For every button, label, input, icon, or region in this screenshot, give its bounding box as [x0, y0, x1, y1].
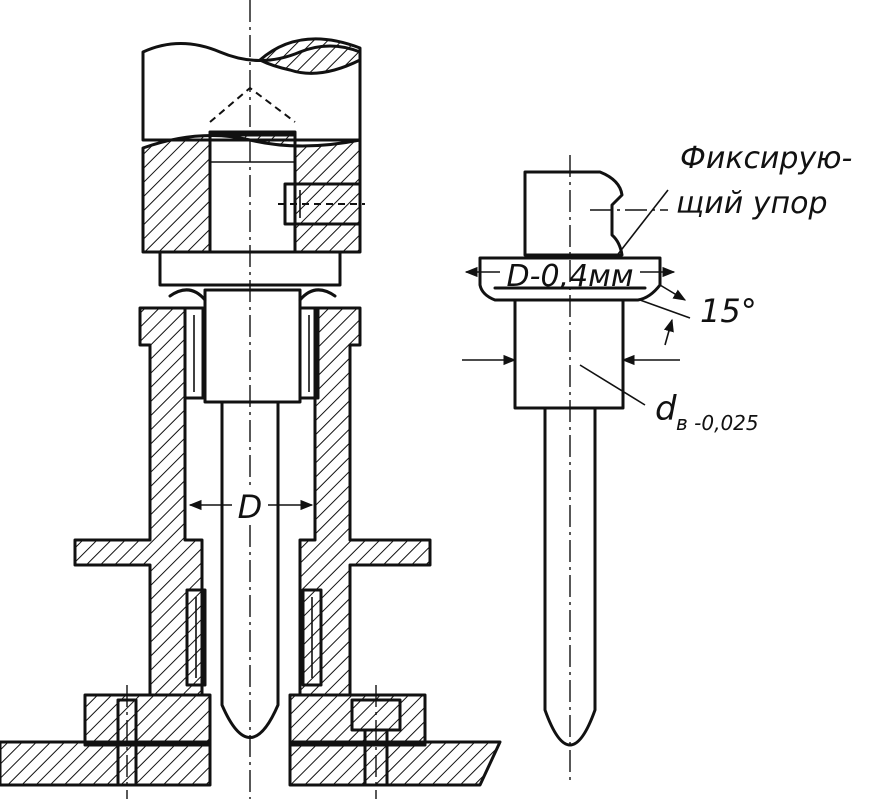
shank-dimension-tolerance: в -0,025 — [676, 411, 759, 435]
base-plate — [0, 685, 502, 799]
callout-text-line2: щий упор — [676, 186, 828, 221]
punch-holder — [141, 37, 365, 287]
shank-dimension-label: d — [655, 389, 677, 429]
bore-dimension: D — [188, 488, 314, 526]
fixture-assembly: D — [0, 0, 502, 799]
guide-housing — [73, 288, 432, 697]
angle-label: 15° — [700, 292, 757, 330]
collar-dimension-label: D-0,4мм — [507, 259, 634, 294]
punch-detail: D-0,4мм 15° d в -0,025 Фиксирую- щий упо… — [462, 141, 852, 780]
bore-dimension-label: D — [238, 488, 263, 526]
punch-in-assembly — [203, 288, 302, 739]
callout-text-line1: Фиксирую- — [680, 141, 852, 176]
callout-leader — [614, 189, 669, 259]
